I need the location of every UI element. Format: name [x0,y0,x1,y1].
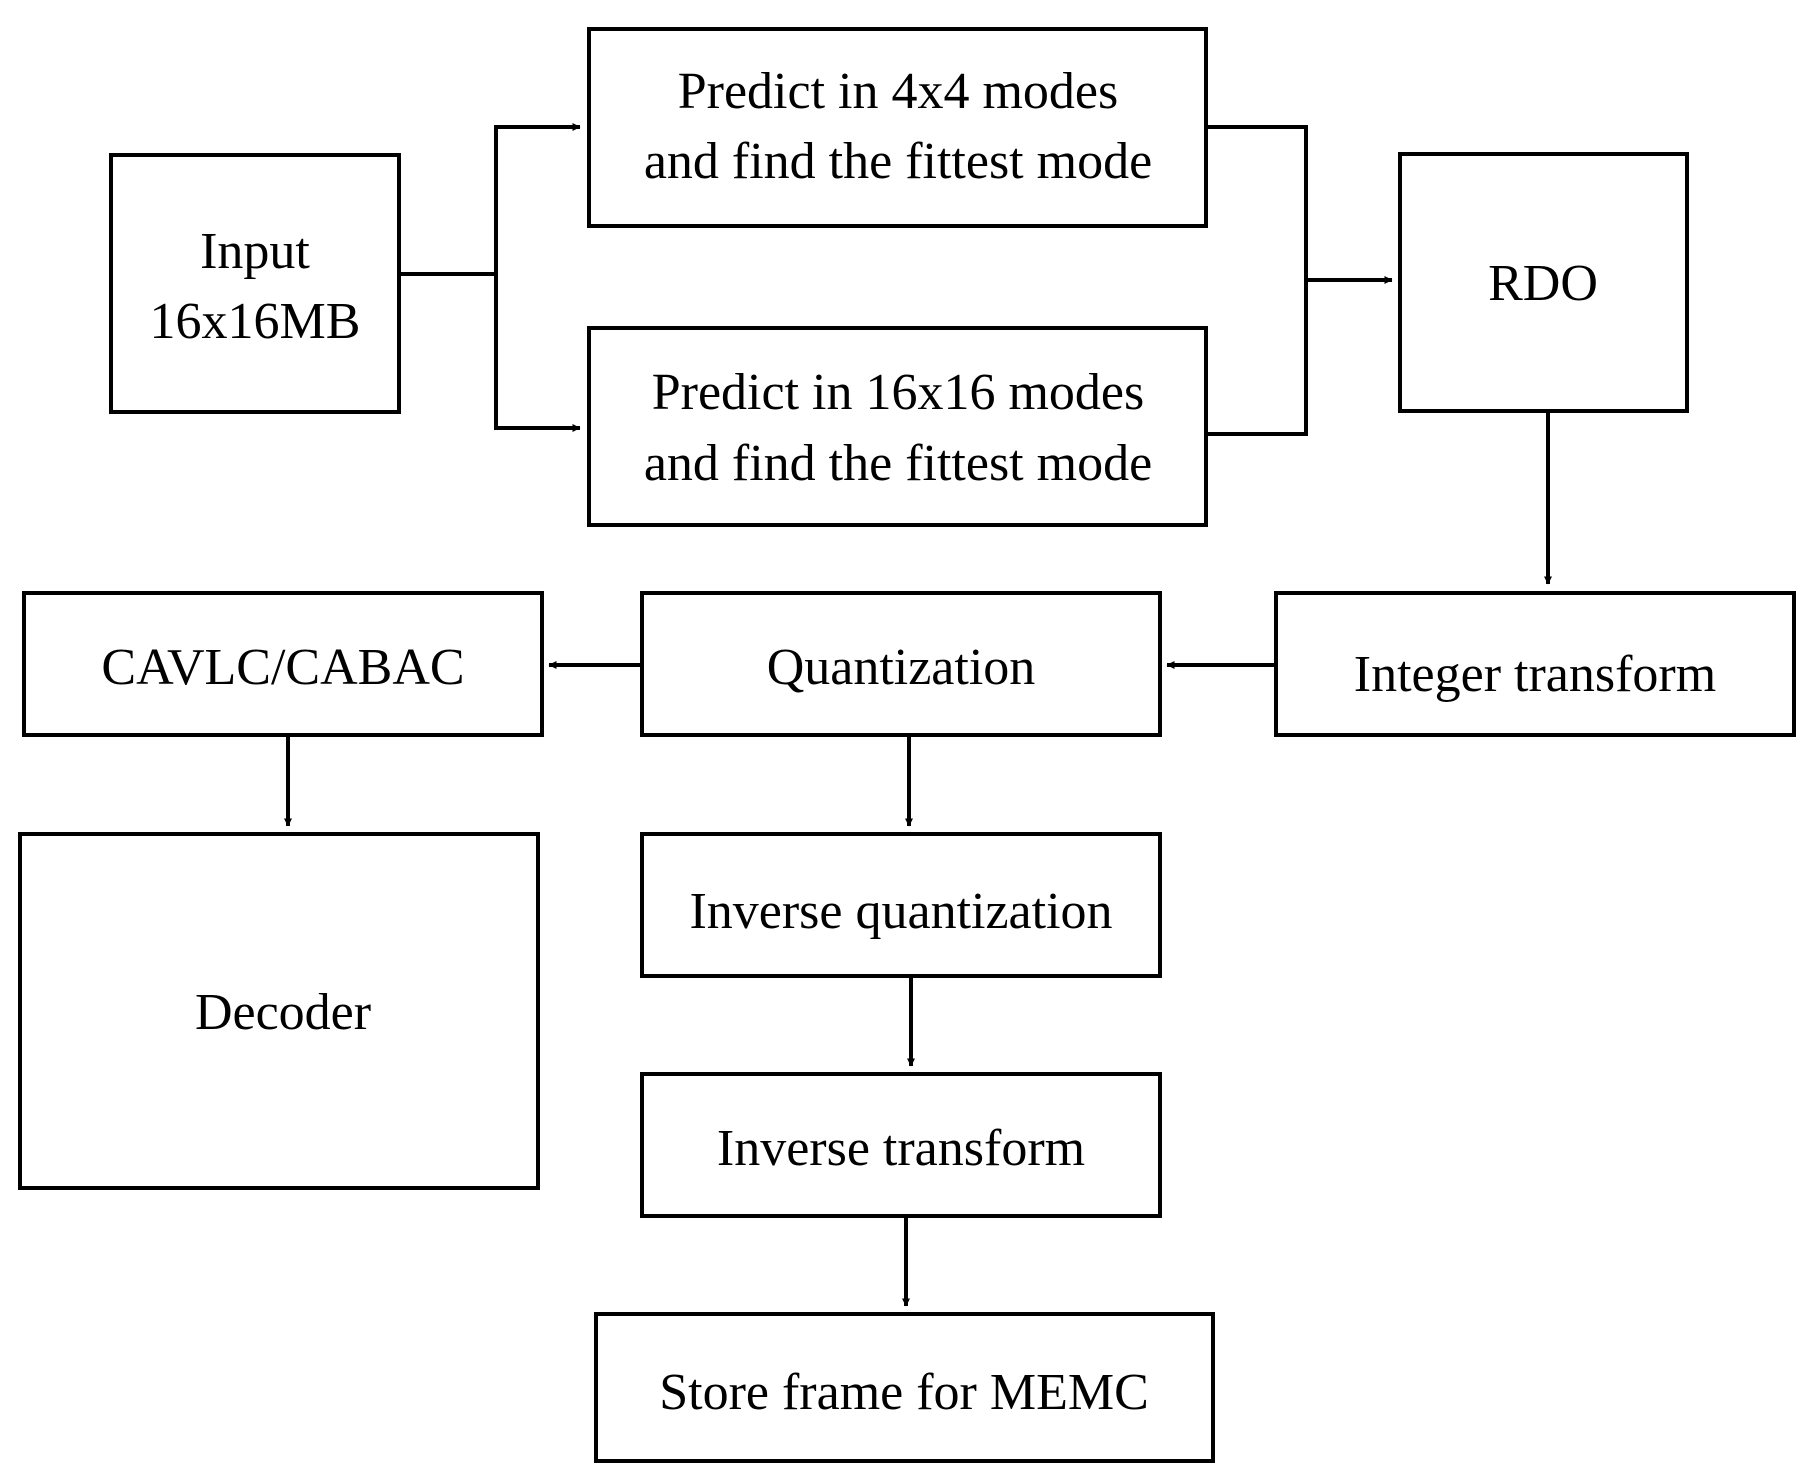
node-input-line-1: Input [200,223,310,280]
node-predict-4x4-line-2: and find the fittest mode [644,133,1152,190]
node-cavlc-cabac: CAVLC/CABAC [22,591,544,737]
node-decoder: Decoder [18,832,540,1190]
node-rdo: RDO [1398,152,1689,413]
node-inverse-quantization: Inverse quantization [640,832,1162,978]
node-input-line-2: 16x16MB [150,293,361,350]
node-predict-4x4: Predict in 4x4 modes and find the fittes… [587,27,1208,228]
node-inverse-quantization-label: Inverse quantization [689,883,1112,940]
node-integer-transform: Integer transform [1274,591,1796,737]
node-predict-16x16-line-2: and find the fittest mode [644,435,1152,492]
node-integer-transform-label: Integer transform [1354,646,1716,703]
node-store-frame-label: Store frame for MEMC [659,1364,1149,1421]
edge-predict-16x16-to-rdo [1208,280,1308,436]
node-cavlc-cabac-label: CAVLC/CABAC [101,639,464,696]
node-inverse-transform-label: Inverse transform [717,1120,1085,1177]
edge-input-to-predict-4x4 [399,123,581,276]
node-rdo-label: RDO [1488,255,1598,312]
node-decoder-label: Decoder [195,984,371,1041]
connectors [284,123,1552,1307]
node-predict-16x16-line-1: Predict in 16x16 modes [652,364,1145,421]
edge-input-to-predict-16x16 [494,274,581,432]
node-predict-16x16: Predict in 16x16 modes and find the fitt… [587,326,1208,527]
edge-predict-4x4-to-rdo [1208,125,1308,280]
node-inverse-transform: Inverse transform [640,1072,1162,1218]
node-store-frame: Store frame for MEMC [594,1312,1215,1463]
node-input: Input 16x16MB [109,153,401,414]
node-quantization: Quantization [640,591,1162,737]
node-predict-4x4-line-1: Predict in 4x4 modes [678,63,1119,120]
node-quantization-label: Quantization [767,639,1036,696]
